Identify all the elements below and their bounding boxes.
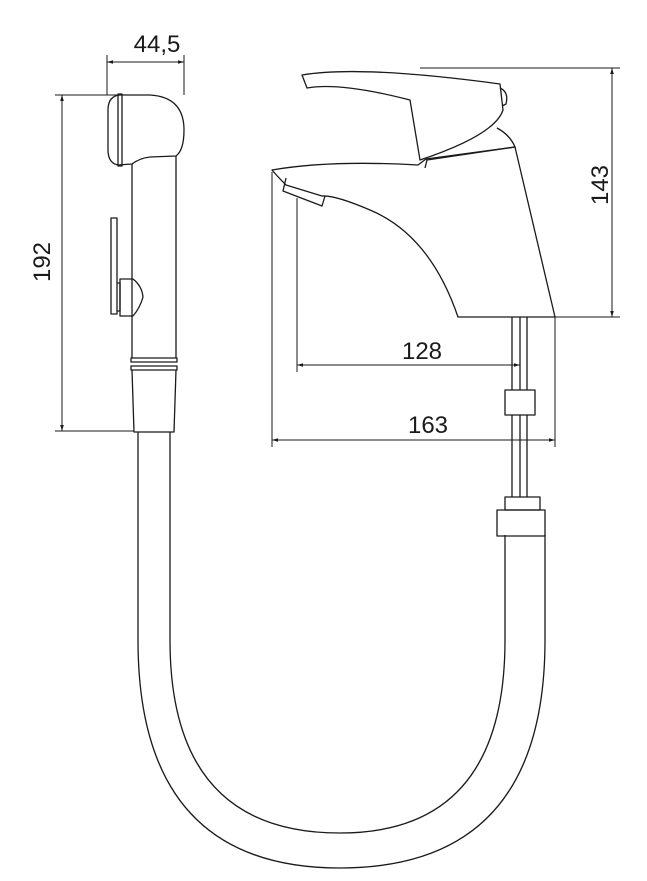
- dim-label-handshower-width: 44,5: [134, 31, 181, 58]
- dimension-44-5: 44,5: [106, 31, 185, 95]
- dim-label-spout-reach: 128: [402, 338, 442, 365]
- dimension-143: 143: [420, 67, 620, 318]
- dim-label-faucet-depth: 163: [408, 412, 448, 439]
- dim-label-faucet-height: 143: [587, 165, 614, 205]
- dimension-163: 163: [271, 172, 556, 447]
- dim-label-handshower-height: 192: [29, 242, 56, 282]
- dimension-192: 192: [29, 94, 134, 432]
- hand-shower: [107, 93, 185, 433]
- hose: [137, 432, 546, 869]
- faucet: [271, 70, 556, 537]
- dimension-128: 128: [296, 198, 520, 372]
